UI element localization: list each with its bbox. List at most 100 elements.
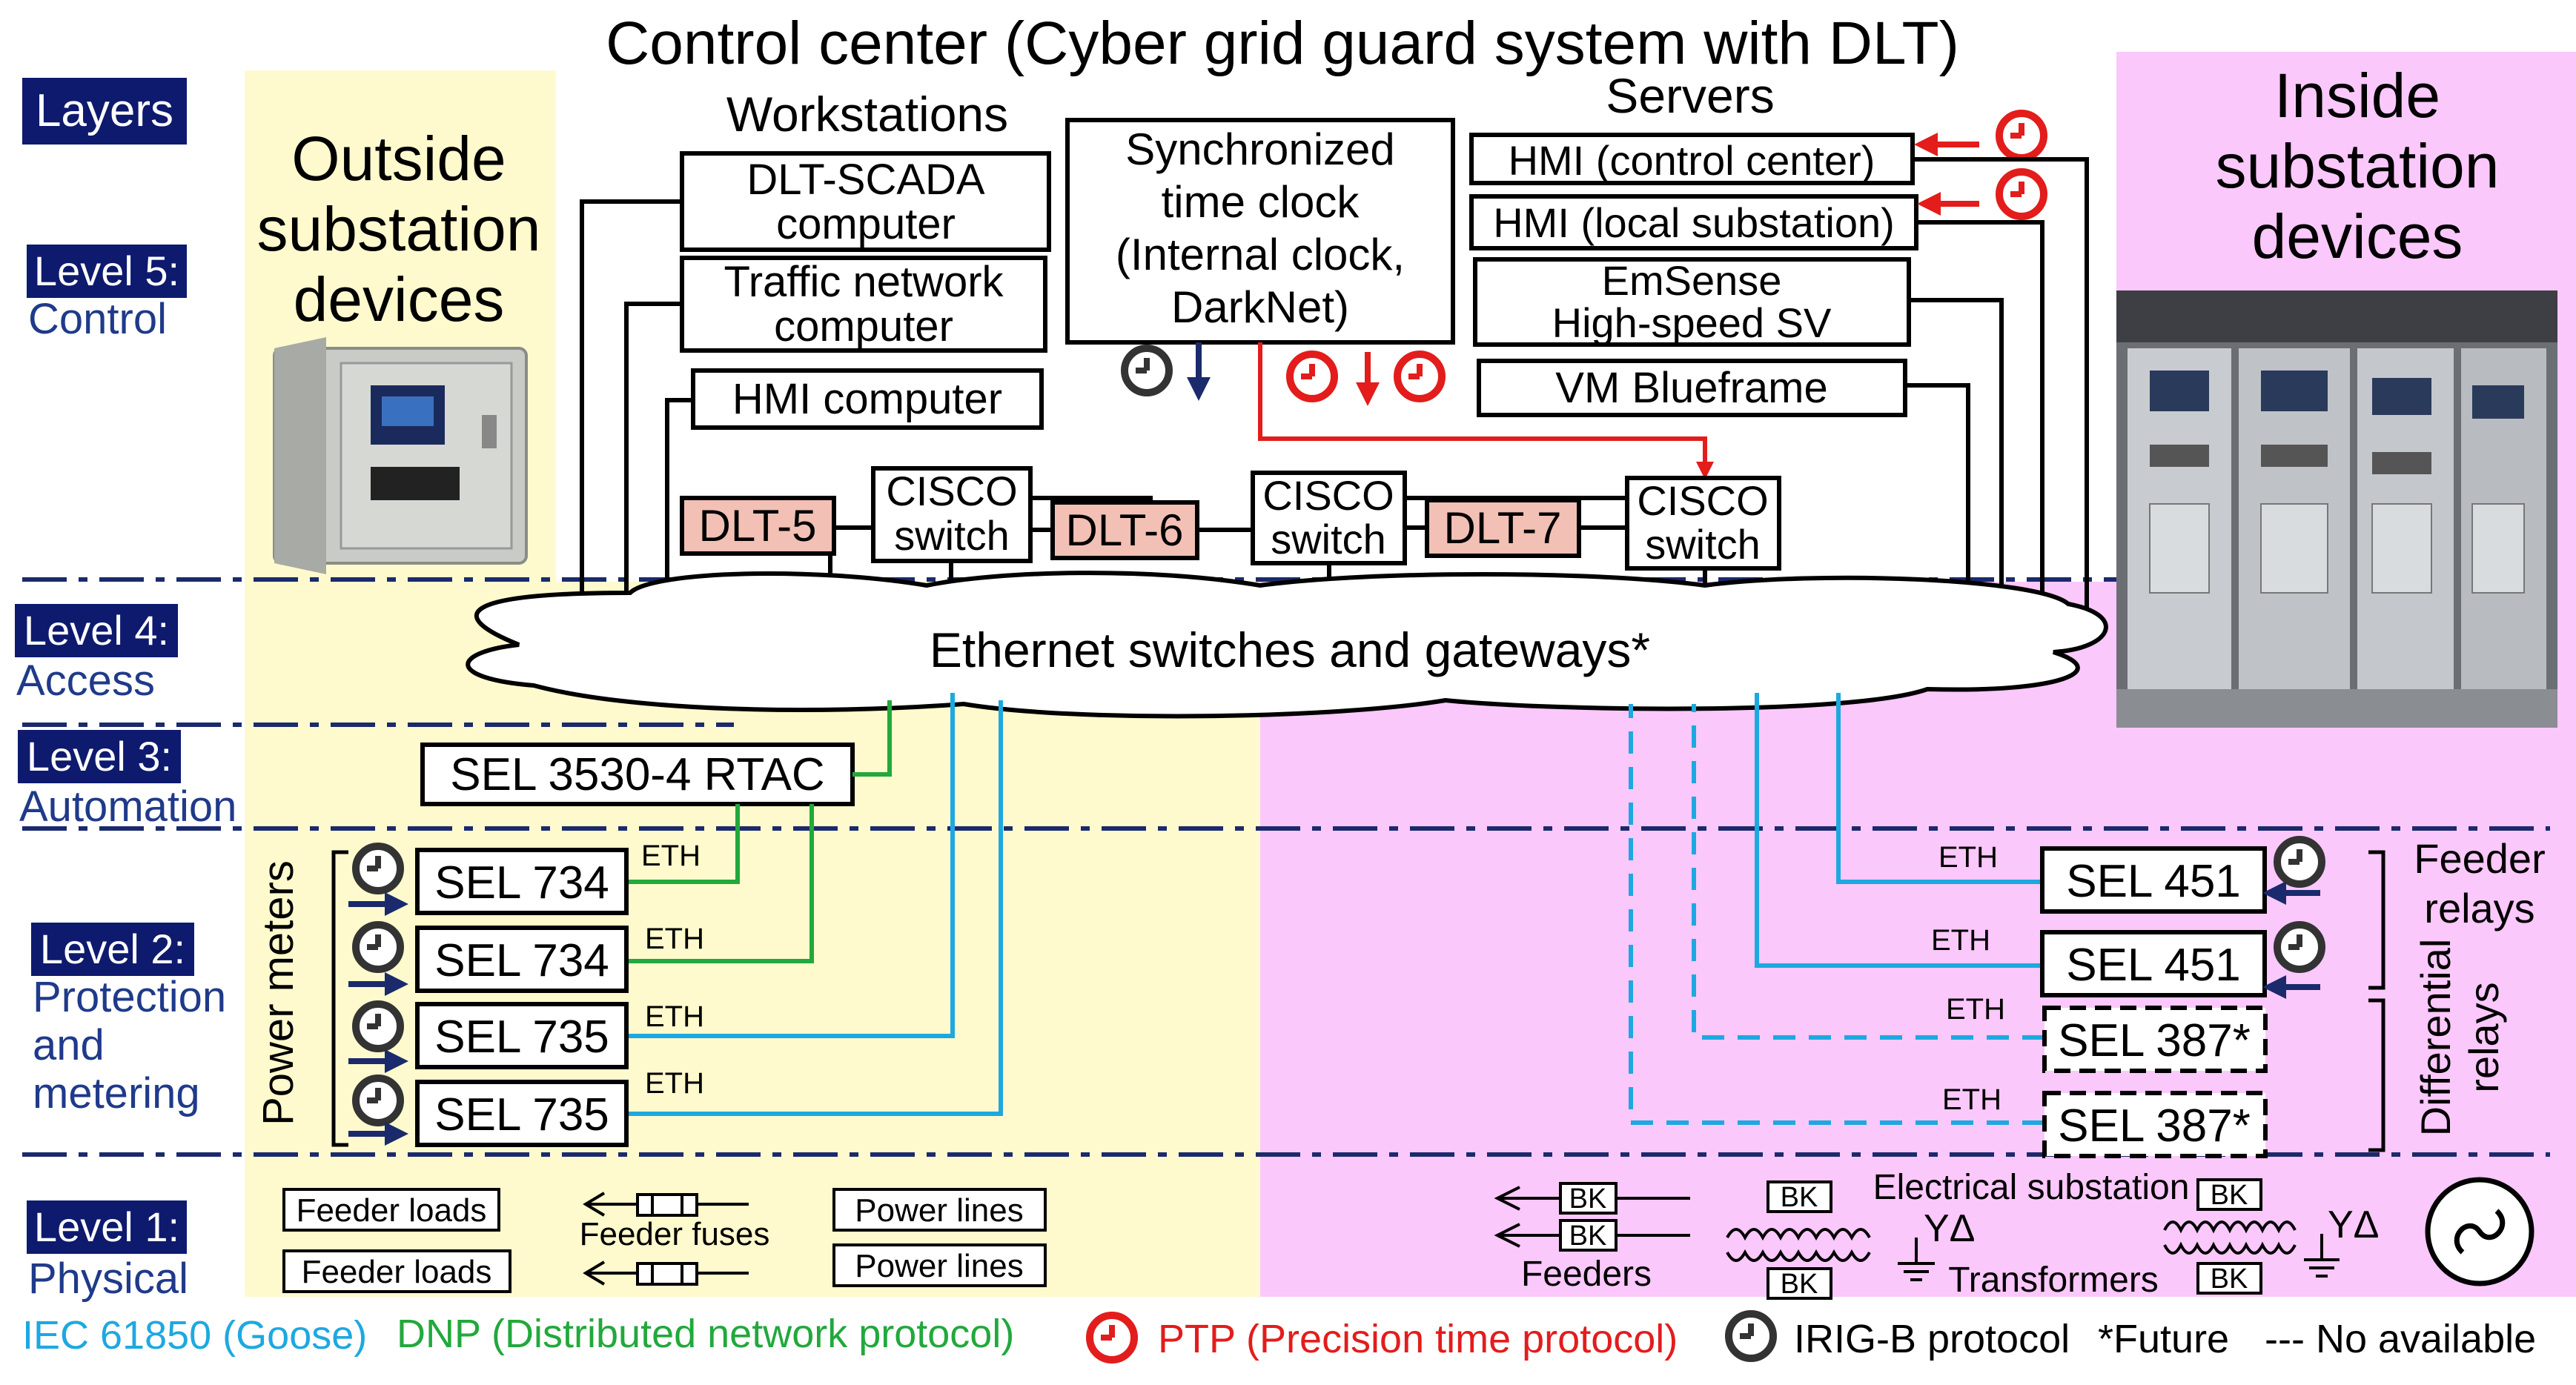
dlt-5-node: DLT-5 (680, 496, 836, 556)
inside-title: Inside substation devices (2216, 61, 2500, 271)
ptp-clock-icon-1 (1290, 354, 1334, 399)
svg-text:DLT-7: DLT-7 (1444, 503, 1562, 553)
ethernet-cloud: Ethernet switches and gateways* (466, 571, 2108, 719)
yd-label-1: YΔ (1924, 1207, 1975, 1250)
svg-text:ETH: ETH (645, 1067, 704, 1100)
svg-text:BK: BK (1781, 1269, 1818, 1300)
svg-text:BK: BK (1569, 1183, 1607, 1215)
cisco-switch-3: CISCO switch (1625, 476, 1781, 571)
legend-dnp: DNP (Distributed network protocol) (397, 1312, 1014, 1356)
outside-title: Outside substation devices (257, 124, 541, 334)
feeder-relays-bracket (2368, 850, 2385, 990)
power-meters-label: Power meters (254, 860, 302, 1126)
bk-feeder-1 (1559, 1182, 1618, 1215)
svg-text:BK: BK (2211, 1263, 2248, 1295)
level-4-label: Level 4: Access (15, 604, 178, 705)
svg-text:SEL 387*: SEL 387* (2058, 1100, 2251, 1152)
svg-text:Power lines: Power lines (855, 1192, 1023, 1229)
irig-clock-icon (1125, 348, 1169, 393)
svg-text:switch: switch (894, 512, 1010, 559)
generator-icon (2425, 1177, 2534, 1286)
svg-text:High-speed SV: High-speed SV (1552, 299, 1832, 346)
svg-text:SEL 735: SEL 735 (434, 1089, 609, 1140)
time-clock-box: Synchronized time clock (Internal clock,… (1065, 118, 1455, 345)
svg-text:SEL 734: SEL 734 (434, 935, 609, 986)
svg-text:substation: substation (257, 194, 541, 264)
svg-text:time clock: time clock (1162, 177, 1360, 227)
ethernet-cloud-label: Ethernet switches and gateways* (930, 622, 1650, 677)
svg-text:Level 4:: Level 4: (24, 607, 169, 654)
svg-text:CISCO: CISCO (1262, 472, 1394, 519)
svg-text:metering: metering (33, 1069, 200, 1117)
ptp-clock-icon-2 (1397, 354, 1442, 399)
yd-label-2: YΔ (2328, 1203, 2379, 1246)
server-vm-blueframe: VM Blueframe (1477, 359, 1907, 417)
svg-text:Feeder fuses: Feeder fuses (580, 1216, 770, 1252)
svg-text:HMI (local substation): HMI (local substation) (1493, 199, 1895, 246)
transformers-label: Transformers (1948, 1261, 2159, 1300)
svg-text:DLT-SCADA: DLT-SCADA (746, 156, 985, 204)
transformer-coil-1 (1726, 1228, 1871, 1262)
svg-text:devices: devices (294, 265, 505, 334)
workstation-hmi: HMI computer (691, 368, 1044, 430)
meter-4: SEL 735 (348, 1078, 629, 1147)
svg-text:switch: switch (1271, 516, 1386, 562)
feeder-relays-label: Feeder relays (2414, 835, 2545, 931)
svg-text:HMI computer: HMI computer (732, 375, 1002, 423)
svg-text:relays: relays (2460, 982, 2507, 1092)
power-lines-box-2 (832, 1243, 1047, 1287)
svg-text:CISCO: CISCO (886, 468, 1017, 514)
electrical-substation-label: Electrical substation (1873, 1168, 2190, 1207)
svg-text:ETH: ETH (1942, 1083, 2001, 1116)
svg-text:Protection: Protection (33, 973, 226, 1021)
eth-labels: ETH ETH ETH ETH ETH ETH ETH ETH (641, 840, 2005, 1116)
svg-text:BK: BK (1569, 1220, 1607, 1252)
svg-text:ETH: ETH (645, 923, 704, 955)
svg-text:ETH: ETH (1938, 841, 1998, 874)
iec-links-outside (626, 693, 1003, 1116)
svg-text:Feeder loads: Feeder loads (297, 1192, 487, 1229)
svg-text:SEL 3530-4 RTAC: SEL 3530-4 RTAC (450, 749, 824, 800)
svg-text:DarkNet): DarkNet) (1171, 282, 1349, 332)
svg-text:Feeder loads: Feeder loads (302, 1254, 492, 1290)
bk-feeder-2 (1559, 1219, 1618, 1252)
svg-text:devices: devices (2252, 202, 2463, 271)
svg-text:Traffic network: Traffic network (724, 258, 1004, 306)
ptp-clock-icon-3 (1999, 113, 2044, 158)
svg-text:computer: computer (776, 200, 956, 248)
svg-text:SEL 451: SEL 451 (2066, 856, 2241, 907)
svg-text:Outside: Outside (291, 124, 506, 193)
workstation-traffic-network: Traffic network computer (680, 256, 1047, 353)
feeders-label: Feeders (1521, 1255, 1652, 1294)
svg-text:SEL 451: SEL 451 (2066, 940, 2241, 991)
svg-text:ETH: ETH (645, 1000, 704, 1033)
feeder-loads-box-2 (282, 1249, 511, 1293)
level-3-label: Level 3: Automation (18, 730, 236, 831)
svg-text:Level 5:: Level 5: (34, 248, 179, 294)
svg-text:SEL 735: SEL 735 (434, 1012, 609, 1063)
legend-future: *Future (2098, 1317, 2229, 1361)
page-title: Control center (Cyber grid guard system … (606, 10, 1959, 77)
differential-relays-bracket (2368, 998, 2385, 1152)
dlt-7-node: DLT-7 (1425, 498, 1581, 558)
legend-iec: IEC 61850 (Goose) (22, 1313, 367, 1358)
power-meters-bracket (331, 850, 348, 1147)
rtac-box: SEL 3530-4 RTAC (420, 743, 855, 806)
ptp-clock-icon-4 (1999, 172, 2044, 216)
legend-ptp: PTP (Precision time protocol) (1158, 1317, 1678, 1361)
workstations-heading: Workstations (726, 87, 1008, 142)
svg-text:Level 3:: Level 3: (27, 733, 172, 780)
svg-text:EmSense: EmSense (1602, 257, 1782, 304)
svg-text:ETH: ETH (1931, 924, 1990, 957)
relay-sel387-1: SEL 387* (2042, 1006, 2268, 1073)
legend-na: --- No available (2265, 1317, 2536, 1361)
dlt-6-node: DLT-6 (1050, 500, 1199, 560)
relay-sel387-2: SEL 387* (2042, 1091, 2268, 1158)
svg-text:VM Blueframe: VM Blueframe (1555, 364, 1827, 412)
server-hmi-control-center: HMI (control center) (1469, 133, 1915, 185)
bk-transformer-2-top (2196, 1178, 2262, 1211)
svg-text:Feeder: Feeder (2414, 835, 2545, 882)
iec-links-inside (1755, 693, 2042, 968)
physical-outside: Feeder loads Feeder loads Feeder fuses P… (282, 1188, 1047, 1293)
